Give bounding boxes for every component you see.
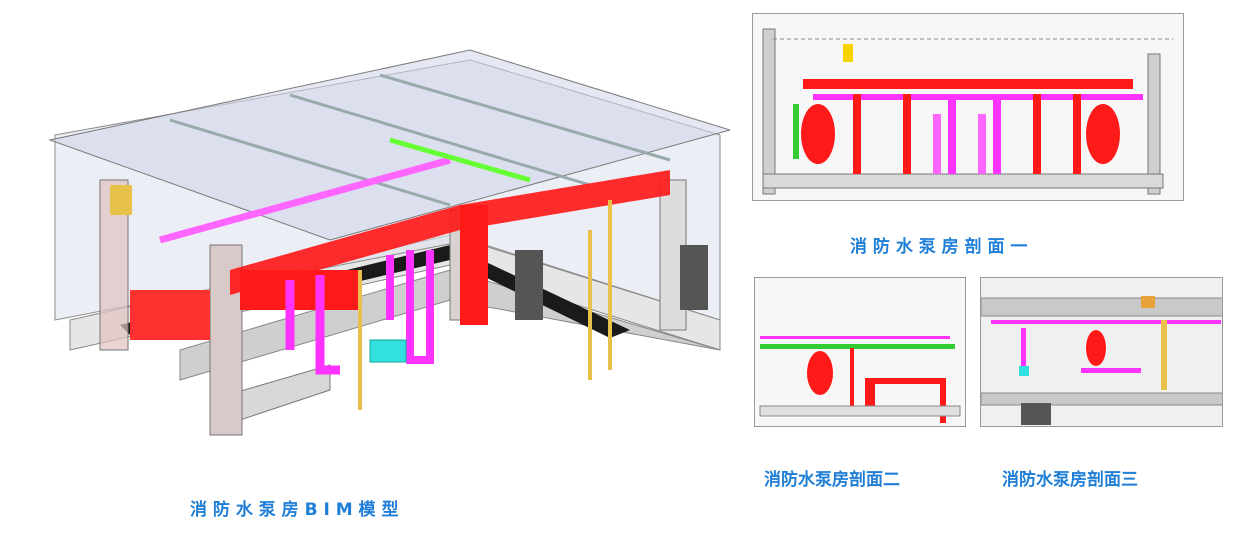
section-3-drawing [981, 278, 1222, 426]
section-2-drawing [755, 278, 965, 426]
bim-model-caption: 消 防 水 泵 房 B I M 模 型 [190, 500, 399, 520]
bim-model-illustration [48, 49, 730, 436]
bim-model-view [30, 20, 730, 460]
section-3-view [980, 277, 1223, 427]
section-3-caption: 消防水泵房剖面三 [1002, 470, 1138, 490]
section-1-view [752, 13, 1184, 201]
section-1-drawing [753, 14, 1183, 200]
section-2-view [754, 277, 966, 427]
section-1-caption: 消 防 水 泵 房 剖 面 一 [850, 237, 1028, 257]
section-2-caption: 消防水泵房剖面二 [764, 470, 900, 490]
